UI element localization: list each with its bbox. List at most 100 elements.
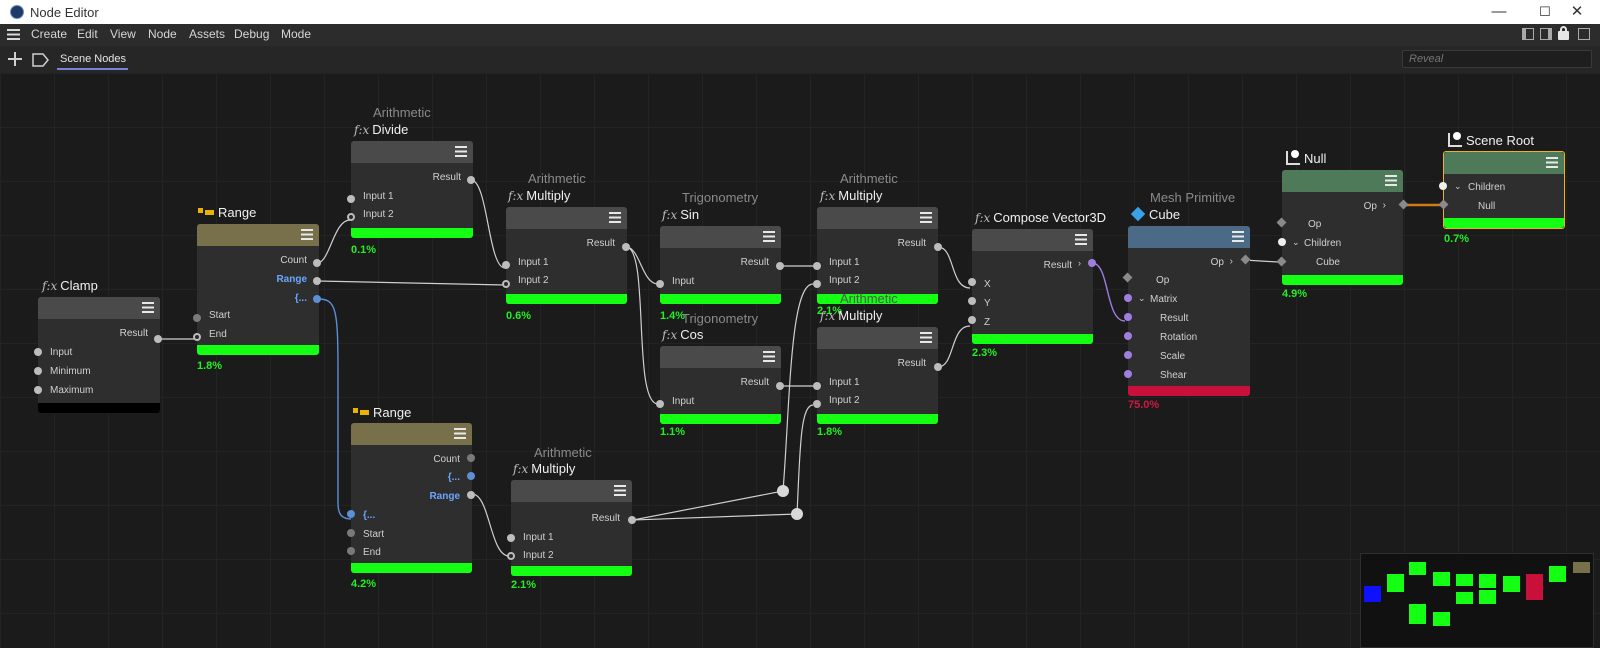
plus-icon[interactable] (8, 52, 22, 66)
socket-multiply2-input1[interactable] (813, 262, 821, 270)
socket-divide-input2[interactable] (347, 213, 355, 221)
node-header[interactable] (511, 480, 632, 502)
socket-cos-result[interactable] (776, 382, 784, 390)
menu-create[interactable]: Create (31, 27, 68, 41)
socket-null-children[interactable] (1278, 238, 1286, 246)
hamburger-menu-icon[interactable] (7, 29, 20, 40)
menu-debug[interactable]: Debug (234, 27, 270, 41)
node-menu-icon[interactable] (920, 332, 932, 343)
socket-multiply4-result[interactable] (628, 516, 636, 524)
layout-right-icon[interactable] (1540, 28, 1552, 40)
socket-range2-count[interactable] (467, 454, 475, 462)
socket-range1-range[interactable] (313, 277, 321, 285)
node-header[interactable] (972, 229, 1093, 251)
socket-cube-result[interactable] (1124, 313, 1132, 321)
node-range-1[interactable]: Count Range {... Start End (197, 224, 319, 355)
node-header[interactable] (197, 224, 319, 246)
socket-multiply3-input2[interactable] (813, 400, 821, 408)
socket-cube-shear[interactable] (1124, 370, 1132, 378)
layout-left-icon[interactable] (1522, 28, 1534, 40)
socket-compose-z[interactable] (968, 316, 976, 324)
node-sin[interactable]: Result Input (660, 226, 781, 304)
socket-clamp-input[interactable] (34, 348, 42, 356)
socket-compose-x[interactable] (968, 278, 976, 286)
node-menu-icon[interactable] (142, 302, 154, 313)
node-header[interactable] (660, 346, 781, 368)
node-range-2[interactable]: Count {... Range {... Start End (351, 423, 472, 573)
node-scene-root[interactable]: ⌄ Children Null (1443, 151, 1565, 229)
socket-divide-input1[interactable] (347, 195, 355, 203)
menu-edit[interactable]: Edit (77, 27, 98, 41)
socket-cube-matrix[interactable] (1124, 294, 1132, 302)
socket-multiply1-input1[interactable] (502, 261, 510, 269)
socket-multiply2-input2[interactable] (813, 280, 821, 288)
node-menu-icon[interactable] (454, 428, 466, 439)
node-menu-icon[interactable] (301, 229, 313, 240)
socket-clamp-result[interactable] (154, 335, 162, 343)
socket-multiply3-result[interactable] (934, 363, 942, 371)
socket-clamp-minimum[interactable] (34, 367, 42, 375)
socket-sin-result[interactable] (776, 262, 784, 270)
socket-range1-end[interactable] (193, 333, 201, 341)
node-menu-icon[interactable] (1075, 234, 1087, 245)
node-compose-vector3d[interactable]: Result X Y Z (972, 229, 1093, 344)
node-menu-icon[interactable] (1546, 157, 1558, 168)
socket-range1-start[interactable] (193, 314, 201, 322)
socket-multiply4-input1[interactable] (507, 534, 515, 542)
socket-scene-root-children[interactable] (1439, 182, 1447, 190)
node-menu-icon[interactable] (1385, 175, 1397, 186)
socket-cos-input[interactable] (656, 400, 664, 408)
node-header[interactable] (351, 141, 473, 163)
node-header[interactable] (660, 226, 781, 248)
socket-range1-count[interactable] (313, 259, 321, 267)
node-menu-icon[interactable] (763, 231, 775, 242)
socket-divide-result[interactable] (467, 176, 475, 184)
undock-icon[interactable] (1578, 28, 1590, 40)
socket-sin-input[interactable] (656, 280, 664, 288)
node-multiply-4[interactable]: Result Input 1 Input 2 (511, 480, 632, 576)
node-menu-icon[interactable] (609, 212, 621, 223)
minimize-button[interactable]: — (1491, 3, 1507, 20)
node-divide[interactable]: Result Input 1 Input 2 (351, 141, 473, 238)
socket-range2-range[interactable] (467, 491, 475, 499)
tab-scene-nodes[interactable]: Scene Nodes (60, 53, 127, 65)
socket-compose-y[interactable] (968, 297, 976, 305)
reveal-search-input[interactable] (1402, 50, 1592, 68)
socket-cube-scale[interactable] (1124, 351, 1132, 359)
node-cos[interactable]: Result Input (660, 346, 781, 424)
socket-multiply1-result[interactable] (622, 243, 630, 251)
socket-range2-struct-in[interactable] (347, 510, 355, 518)
socket-range1-struct[interactable] (313, 295, 321, 303)
socket-range2-end[interactable] (347, 547, 355, 555)
node-cube[interactable]: Op › Op ⌄ Matrix Result Rotation Scale S… (1128, 226, 1250, 396)
node-header[interactable] (817, 327, 938, 349)
socket-multiply1-input2[interactable] (502, 280, 510, 288)
node-header[interactable] (38, 297, 160, 319)
maximize-button[interactable]: ☐ (1539, 4, 1551, 19)
socket-multiply3-input1[interactable] (813, 382, 821, 390)
socket-cube-rotation[interactable] (1124, 332, 1132, 340)
node-menu-icon[interactable] (614, 485, 626, 496)
menu-mode[interactable]: Mode (281, 27, 312, 41)
menu-assets[interactable]: Assets (189, 27, 226, 41)
node-null[interactable]: Op › Op ⌄ Children Cube (1282, 170, 1403, 285)
navigator-minimap[interactable] (1360, 553, 1594, 648)
node-header[interactable] (817, 207, 938, 229)
socket-range2-start[interactable] (347, 529, 355, 537)
node-header[interactable] (1128, 226, 1250, 248)
menu-view[interactable]: View (110, 27, 136, 41)
node-multiply-3[interactable]: Result Input 1 Input 2 (817, 327, 938, 424)
socket-multiply2-result[interactable] (934, 243, 942, 251)
node-menu-icon[interactable] (455, 146, 467, 157)
socket-compose-result[interactable] (1088, 259, 1096, 267)
node-multiply-1[interactable]: Result Input 1 Input 2 (506, 207, 627, 304)
node-header[interactable] (1282, 170, 1403, 192)
tag-icon[interactable] (32, 53, 50, 67)
socket-multiply4-input2[interactable] (507, 552, 515, 560)
node-header[interactable] (1444, 152, 1564, 174)
node-menu-icon[interactable] (920, 212, 932, 223)
close-button[interactable]: ✕ (1570, 3, 1584, 20)
node-clamp[interactable]: Result Input Minimum Maximum (38, 297, 160, 413)
node-header[interactable] (351, 423, 472, 445)
